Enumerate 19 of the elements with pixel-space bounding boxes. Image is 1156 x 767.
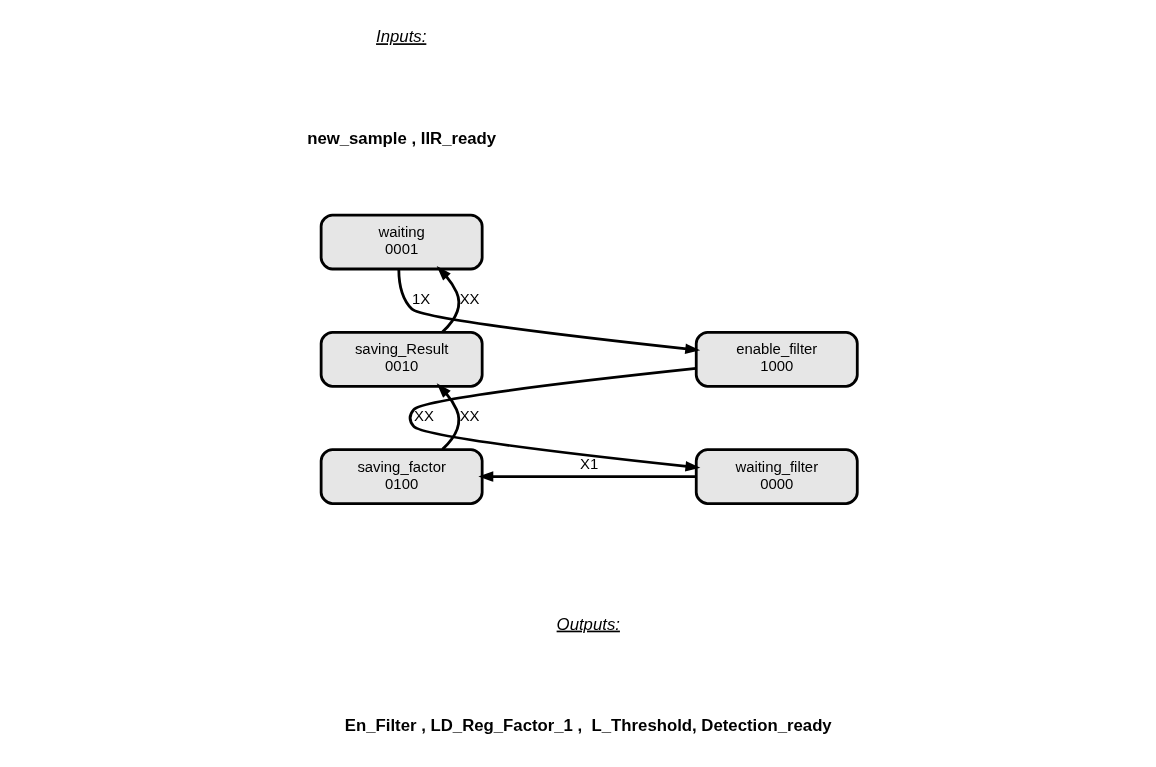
arrow (436, 383, 460, 451)
node-box: waiting_filter 0000 (694, 448, 859, 505)
label: Inputs: (375, 27, 426, 47)
edge-label: 1X (411, 291, 430, 308)
node-box: enable_filter 1000 (694, 330, 859, 388)
node-box: waiting 0001 (319, 213, 484, 271)
label: En_Filter , LD_Reg_Factor_1 , L_Threshold, Detection_ready (344, 716, 832, 736)
edge-label: XX (413, 408, 434, 425)
edge-label: XX (459, 408, 480, 425)
node-box: saving_factor 0100 (319, 448, 484, 505)
arrow (477, 471, 696, 482)
edge-label: X1 (579, 455, 598, 472)
arrow (436, 266, 460, 334)
edge-label: XX (459, 291, 480, 308)
node-box: saving_Result 0010 (319, 330, 484, 388)
arrow (396, 269, 700, 354)
label: new_sample , IIR_ready (306, 128, 496, 148)
arrow (408, 367, 700, 472)
label: Outputs: (556, 614, 620, 634)
